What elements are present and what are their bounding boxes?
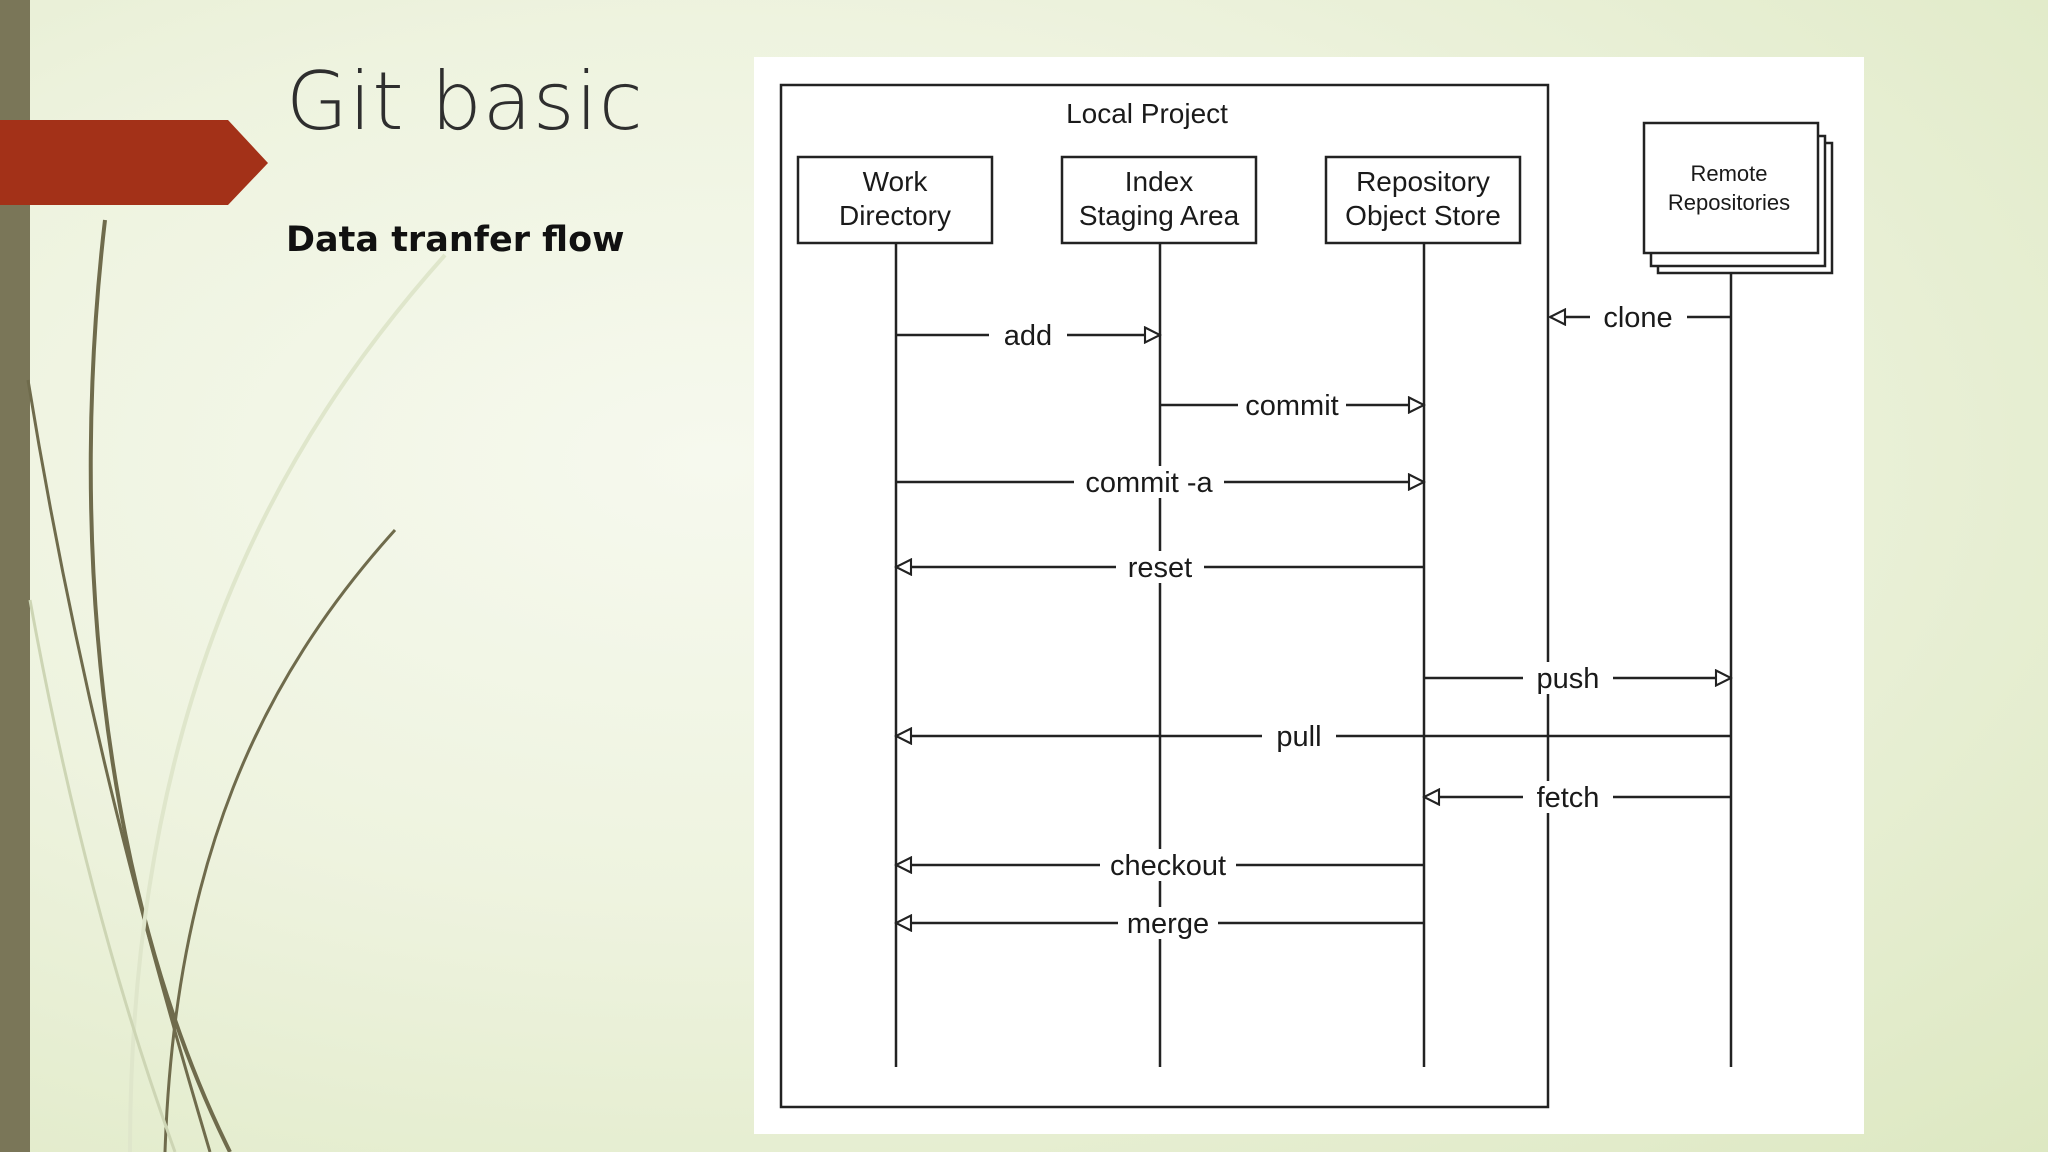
- participant-repository-object-store: Repository Object Store: [1324, 155, 1522, 245]
- slide-title: Git basic: [286, 55, 644, 148]
- message-clone: clone: [1550, 301, 1731, 334]
- message-label: checkout: [1110, 850, 1226, 882]
- message-checkout: checkout: [896, 849, 1424, 882]
- message-label: commit -a: [1085, 467, 1213, 499]
- message-label: push: [1537, 663, 1600, 695]
- message-label: commit: [1245, 390, 1338, 422]
- message-add: add: [896, 319, 1160, 352]
- message-label: pull: [1276, 721, 1321, 753]
- participant-label-line2: Repositories: [1668, 190, 1790, 215]
- participant-label-line2: Directory: [839, 200, 951, 231]
- message-pull: pull: [896, 720, 1731, 753]
- git-flow-diagram: Local Project Work Directory Index Stagi…: [754, 57, 1864, 1134]
- message-label: add: [1004, 320, 1052, 352]
- participant-label-line1: Repository: [1356, 166, 1490, 197]
- message-push: push: [1424, 662, 1731, 695]
- message-label: fetch: [1537, 782, 1600, 814]
- participant-work-directory: Work Directory: [796, 155, 994, 245]
- message-label: reset: [1128, 552, 1192, 584]
- message-merge: merge: [896, 907, 1424, 940]
- message-commit: commit: [1160, 389, 1424, 422]
- message-reset: reset: [896, 551, 1424, 584]
- message-label: clone: [1603, 302, 1672, 334]
- participant-label-line2: Staging Area: [1079, 200, 1240, 231]
- message-fetch: fetch: [1424, 781, 1731, 814]
- slide-subtitle: Data tranfer flow: [286, 220, 625, 260]
- participant-label-line2: Object Store: [1345, 200, 1501, 231]
- participant-label-line1: Work: [863, 166, 929, 197]
- frame-label: Local Project: [1066, 98, 1228, 129]
- participant-label-line1: Remote: [1690, 161, 1767, 186]
- message-label: merge: [1127, 908, 1209, 940]
- participant-label-line1: Index: [1125, 166, 1194, 197]
- title-arrow-marker: [0, 120, 268, 205]
- participant-index-staging-area: Index Staging Area: [1060, 155, 1258, 245]
- message-commit-a: commit -a: [896, 466, 1424, 499]
- local-project-frame: [779, 83, 1550, 1109]
- participant-remote-repositories: Remote Repositories: [1642, 121, 1834, 275]
